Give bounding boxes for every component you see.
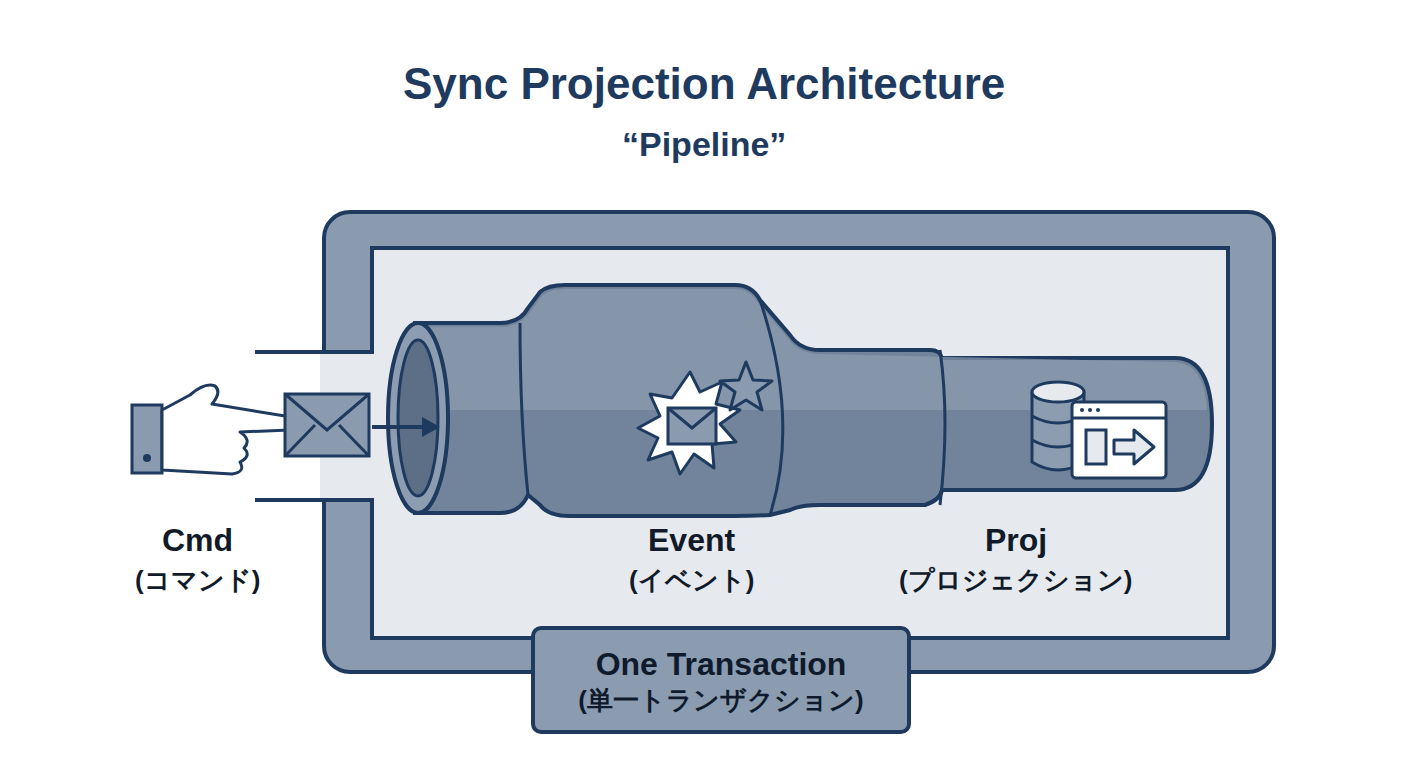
stage-label: Event: [648, 522, 735, 559]
event-envelope: [668, 408, 716, 444]
envelope-icon: [285, 394, 369, 456]
pipe-mouth-inner: [398, 340, 438, 496]
input-arrowhead: [422, 417, 440, 437]
box-heading: One Transaction: [596, 644, 847, 684]
pipe-highlight: [420, 289, 1207, 410]
event-burst: [638, 372, 740, 474]
window-dot: [1096, 408, 1100, 412]
window-bar: [1072, 417, 1166, 420]
hand-icon: [162, 385, 293, 474]
box-subheading: (単一トランザクション): [578, 684, 863, 717]
window-panel: [1086, 430, 1106, 464]
envelope-flap: [668, 408, 716, 428]
pipe-seam: [520, 323, 528, 495]
hand-cuff: [132, 405, 162, 473]
transaction-box: One Transaction(単一トランザクション): [531, 626, 911, 734]
cuff-button: [143, 454, 151, 462]
window-dot: [1080, 408, 1084, 412]
funnel-line: [255, 350, 372, 354]
frame-inner: [372, 248, 1228, 638]
envelope-flap: [285, 394, 369, 456]
stage-label: Proj: [985, 522, 1047, 559]
stage-sublabel: (イベント): [629, 563, 754, 598]
stage-label: Cmd: [162, 522, 233, 559]
pipe-seam: [940, 350, 945, 505]
diagram-subtitle: “Pipeline”: [622, 125, 786, 164]
transaction-frame: [324, 212, 1274, 672]
diagram-title: Sync Projection Architecture: [403, 59, 1005, 109]
database-top: [1032, 382, 1084, 402]
event-star: [720, 362, 772, 410]
input-arrow: [372, 425, 425, 429]
stage-sublabel: (コマンド): [135, 563, 260, 598]
pipe-seam: [760, 300, 783, 515]
funnel-line: [255, 498, 372, 502]
pipe-body: [415, 285, 1212, 516]
window-dot: [1088, 408, 1092, 412]
stage-sublabel: (プロジェクション): [899, 563, 1132, 598]
window-icon: [1072, 402, 1166, 478]
pipe-mouth: [388, 323, 448, 513]
window-arrow: [1114, 430, 1154, 464]
